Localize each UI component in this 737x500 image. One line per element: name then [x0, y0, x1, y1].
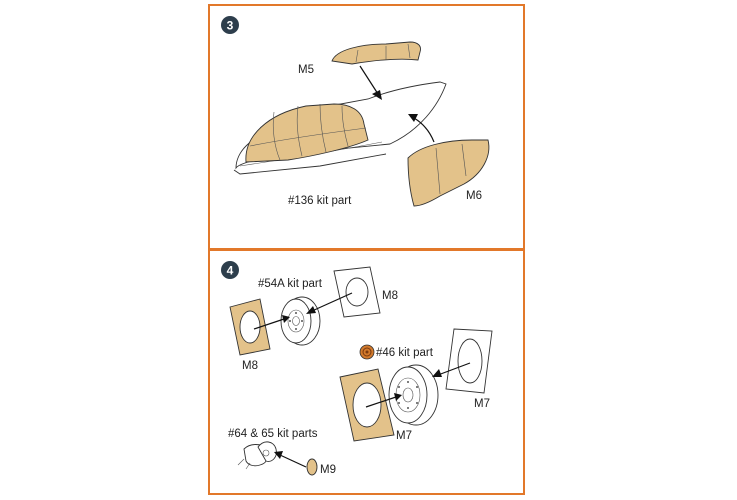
arrow-m5-to-canopy [359, 65, 382, 100]
wheel-54a [280, 296, 321, 346]
canopy-mask-applied [245, 103, 369, 163]
label-64-65-kit-parts: #64 & 65 kit parts [228, 428, 318, 440]
svg-text:4: 4 [227, 264, 234, 278]
step-4-badge: 4 [221, 261, 239, 279]
parts-64-65-icon [237, 441, 277, 470]
label-m8-right: M8 [382, 290, 398, 302]
svg-text:3: 3 [227, 19, 234, 33]
label-m9: M9 [320, 464, 336, 476]
arrow-m6-to-canopy [408, 114, 435, 143]
mask-m9 [306, 458, 318, 476]
step-3-badge: 3 [221, 16, 239, 34]
arrow-m8-right-to-wheel [306, 292, 353, 314]
arrow-m9-to-parts [274, 451, 307, 468]
arrow-m8-left-to-wheel [253, 315, 290, 330]
label-m7-left: M7 [396, 430, 412, 442]
step-4-diagram: 4 #54A kit part M8 M8 [221, 261, 493, 476]
mask-m7-right [445, 328, 493, 394]
mask-m7-left [339, 368, 395, 442]
label-m5: M5 [298, 64, 314, 76]
label-m8-left: M8 [242, 360, 258, 372]
arrow-m7-right-to-wheel [432, 362, 471, 377]
label-m6: M6 [466, 190, 482, 202]
step-3-diagram: 3 M5 [221, 16, 490, 207]
mask-m8-right [333, 266, 381, 318]
mask-m5-piece [331, 41, 421, 65]
hub-part-46-icon [359, 344, 375, 360]
label-136-kit-part: #136 kit part [288, 195, 352, 207]
wheel-46 [388, 364, 439, 426]
step-4-panel: 4 #54A kit part M8 M8 [208, 249, 525, 495]
label-54a-kit-part: #54A kit part [258, 278, 323, 290]
arrow-m7-left-to-wheel [365, 393, 402, 408]
label-m7-right: M7 [474, 398, 490, 410]
mask-m6-piece [407, 139, 490, 207]
label-46-kit-part: #46 kit part [376, 347, 434, 359]
mask-m8-left [229, 298, 271, 356]
step-3-panel: 3 M5 [208, 4, 525, 250]
